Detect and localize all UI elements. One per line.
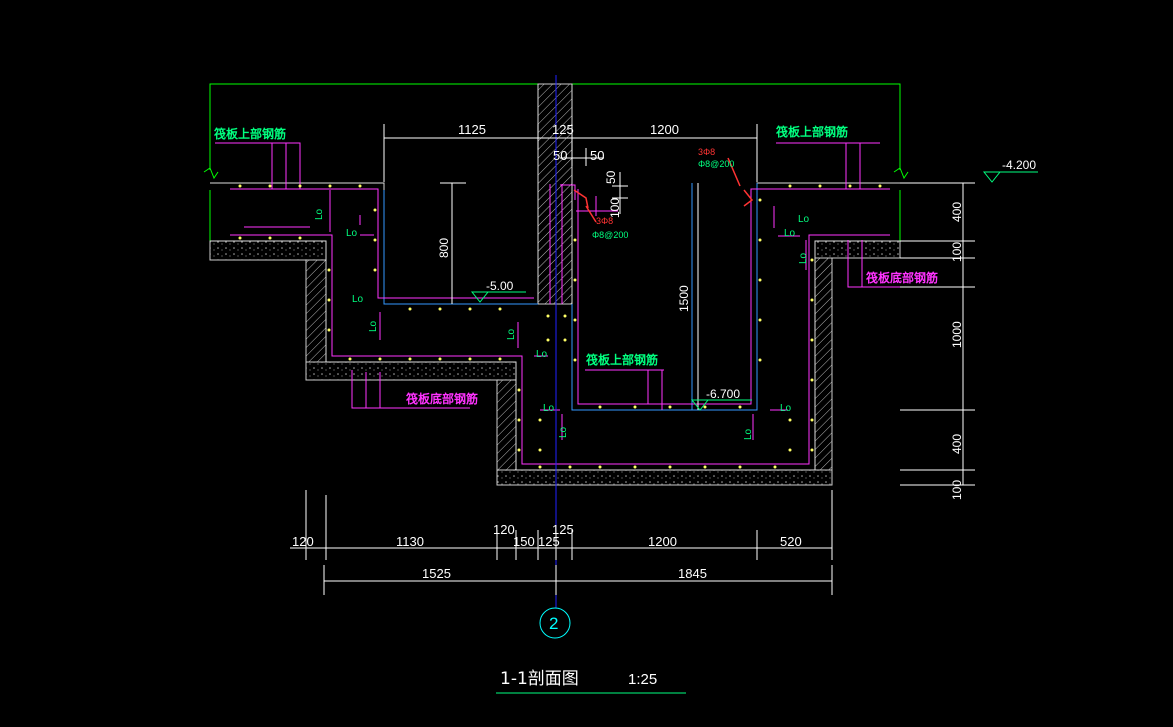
dim-total-1525: 1525: [422, 566, 451, 581]
elevation-markers: [470, 171, 1038, 411]
label-lo: Lo: [314, 208, 325, 220]
label-bar-spec-right: Φ8@200: [698, 159, 734, 169]
dim-right-400b: 400: [950, 434, 964, 454]
dim-top-1200: 1200: [650, 122, 679, 137]
hatched-walls: [305, 83, 833, 471]
pit-outlines: [383, 183, 758, 411]
label-bar-red-left: 3Φ8: [596, 216, 613, 226]
elev-mid: -5.00: [486, 279, 514, 293]
dim-detail-50c: 50: [604, 170, 618, 184]
dim-total-1845: 1845: [678, 566, 707, 581]
dim-bottom-1200: 1200: [648, 534, 677, 549]
label-lo: Lo: [558, 426, 569, 438]
rebar-dots: [238, 184, 882, 469]
label-lo: Lo: [780, 403, 792, 414]
label-lo: Lo: [536, 349, 548, 360]
dim-bottom-120a: 120: [292, 534, 314, 549]
dim-detail-100: 100: [608, 198, 622, 218]
label-lo: Lo: [352, 294, 364, 305]
label-lo: Lo: [784, 228, 796, 239]
dim-bottom-1130: 1130: [396, 534, 424, 549]
drawing-scale: 1:25: [628, 671, 657, 688]
label-lo: Lo: [798, 214, 810, 225]
label-lo: Lo: [506, 328, 517, 340]
dim-top-1125: 1125: [458, 122, 486, 137]
dim-detail-50a: 50: [553, 148, 567, 163]
elev-bottom: -6.700: [706, 387, 740, 401]
label-raft-bottom-right: 筏板底部钢筋: [866, 270, 938, 285]
dim-bottom-150: 150: [513, 534, 535, 549]
elev-top: -4.200: [1002, 158, 1036, 172]
dim-detail-50b: 50: [590, 148, 604, 163]
label-bar-red-right: 3Φ8: [698, 147, 715, 157]
dim-bottom-125a: 125: [538, 534, 560, 549]
dim-bottom-120b: 120: [493, 522, 515, 537]
dim-right-1000: 1000: [950, 321, 964, 348]
dim-pit-1500: 1500: [677, 285, 691, 312]
label-lo: Lo: [368, 320, 379, 332]
dim-top-125: 125: [552, 122, 574, 137]
drawing-title: 1-1剖面图: [500, 669, 579, 689]
label-raft-top-mid: 筏板上部钢筋: [586, 352, 658, 367]
label-bar-spec-left: Φ8@200: [592, 230, 628, 240]
label-lo: Lo: [743, 428, 754, 440]
dim-bottom-125b: 125: [552, 522, 574, 537]
label-raft-top-right: 筏板上部钢筋: [776, 124, 848, 139]
dimension-lines: [290, 124, 975, 595]
dim-right-400a: 400: [950, 202, 964, 222]
corner-bars: [573, 157, 754, 223]
label-lo: Lo: [346, 228, 358, 239]
label-raft-top-left: 筏板上部钢筋: [214, 126, 286, 141]
axis-bubble-label: 2: [549, 614, 558, 633]
label-raft-bottom-left: 筏板底部钢筋: [406, 391, 478, 406]
break-marks: [203, 167, 909, 180]
dim-right-100a: 100: [950, 242, 964, 262]
rebar-lines: [215, 142, 945, 465]
label-lo: Lo: [798, 252, 809, 264]
label-lo: Lo: [543, 403, 555, 414]
dim-pit-800: 800: [437, 238, 451, 258]
axis-line: [539, 75, 571, 639]
dim-bottom-520: 520: [780, 534, 802, 549]
dim-right-100b: 100: [950, 480, 964, 500]
